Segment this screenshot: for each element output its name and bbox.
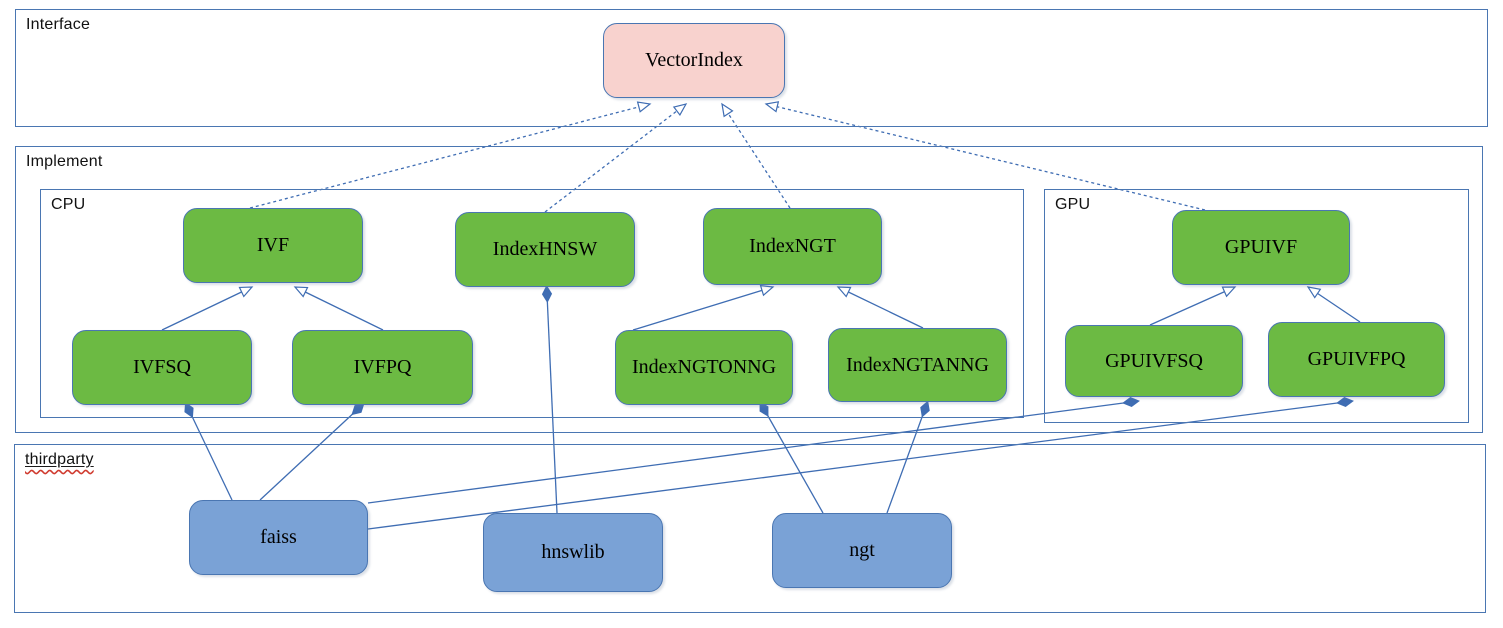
node-label-GPUIVFSQ: GPUIVFSQ	[1105, 349, 1203, 372]
node-label-ngt: ngt	[849, 539, 875, 561]
node-label-GPUIVF: GPUIVF	[1224, 236, 1298, 258]
node-label-IndexNGTONNG: IndexNGTONNG	[631, 356, 777, 378]
container-label-implement: Implement	[26, 153, 103, 170]
node-label-IVFSQ: IVFSQ	[133, 356, 191, 378]
container-label-thirdparty: thirdparty	[25, 451, 94, 469]
node-hnswlib[interactable]: hnswlib	[483, 513, 663, 592]
node-label-faiss: faiss	[260, 526, 297, 548]
container-cpu: CPU	[40, 189, 1024, 418]
container-label-gpu: GPU	[1055, 196, 1091, 213]
node-faiss[interactable]: faiss	[189, 500, 368, 575]
node-label-IndexHNSW: IndexHNSW	[492, 238, 598, 260]
node-VectorIndex[interactable]: VectorIndex	[603, 23, 785, 98]
container-label-cpu: CPU	[51, 196, 86, 213]
node-IVFPQ[interactable]: IVFPQ	[292, 330, 473, 405]
node-ngt[interactable]: ngt	[772, 513, 952, 588]
node-label-IndexNGTANNG: IndexNGTANNG	[846, 353, 989, 376]
node-label-GPUIVFPQ: GPUIVFPQ	[1307, 348, 1406, 370]
container-gpu: GPU	[1044, 189, 1469, 423]
node-IVFSQ[interactable]: IVFSQ	[72, 330, 252, 405]
node-IndexNGT[interactable]: IndexNGT	[703, 208, 882, 285]
node-label-hnswlib: hnswlib	[541, 541, 605, 563]
container-label-interface: Interface	[26, 16, 91, 33]
container-interface: Interface	[15, 9, 1488, 127]
container-thirdparty: thirdparty	[14, 444, 1486, 613]
container-implement: Implement	[15, 146, 1483, 433]
node-IndexHNSW[interactable]: IndexHNSW	[455, 212, 635, 287]
node-label-IVF: IVF	[256, 234, 290, 256]
node-label-VectorIndex: VectorIndex	[645, 49, 743, 71]
container-label-text-thirdparty: thirdparty	[25, 451, 94, 468]
node-label-IVFPQ: IVFPQ	[353, 356, 412, 378]
node-IVF[interactable]: IVF	[183, 208, 363, 283]
node-GPUIVFSQ[interactable]: GPUIVFSQ	[1065, 325, 1243, 397]
node-GPUIVF[interactable]: GPUIVF	[1172, 210, 1350, 285]
node-GPUIVFPQ[interactable]: GPUIVFPQ	[1268, 322, 1445, 397]
node-label-IndexNGT: IndexNGT	[749, 235, 836, 257]
node-IndexNGTANNG[interactable]: IndexNGTANNG	[828, 328, 1007, 402]
node-IndexNGTONNG[interactable]: IndexNGTONNG	[615, 330, 793, 405]
